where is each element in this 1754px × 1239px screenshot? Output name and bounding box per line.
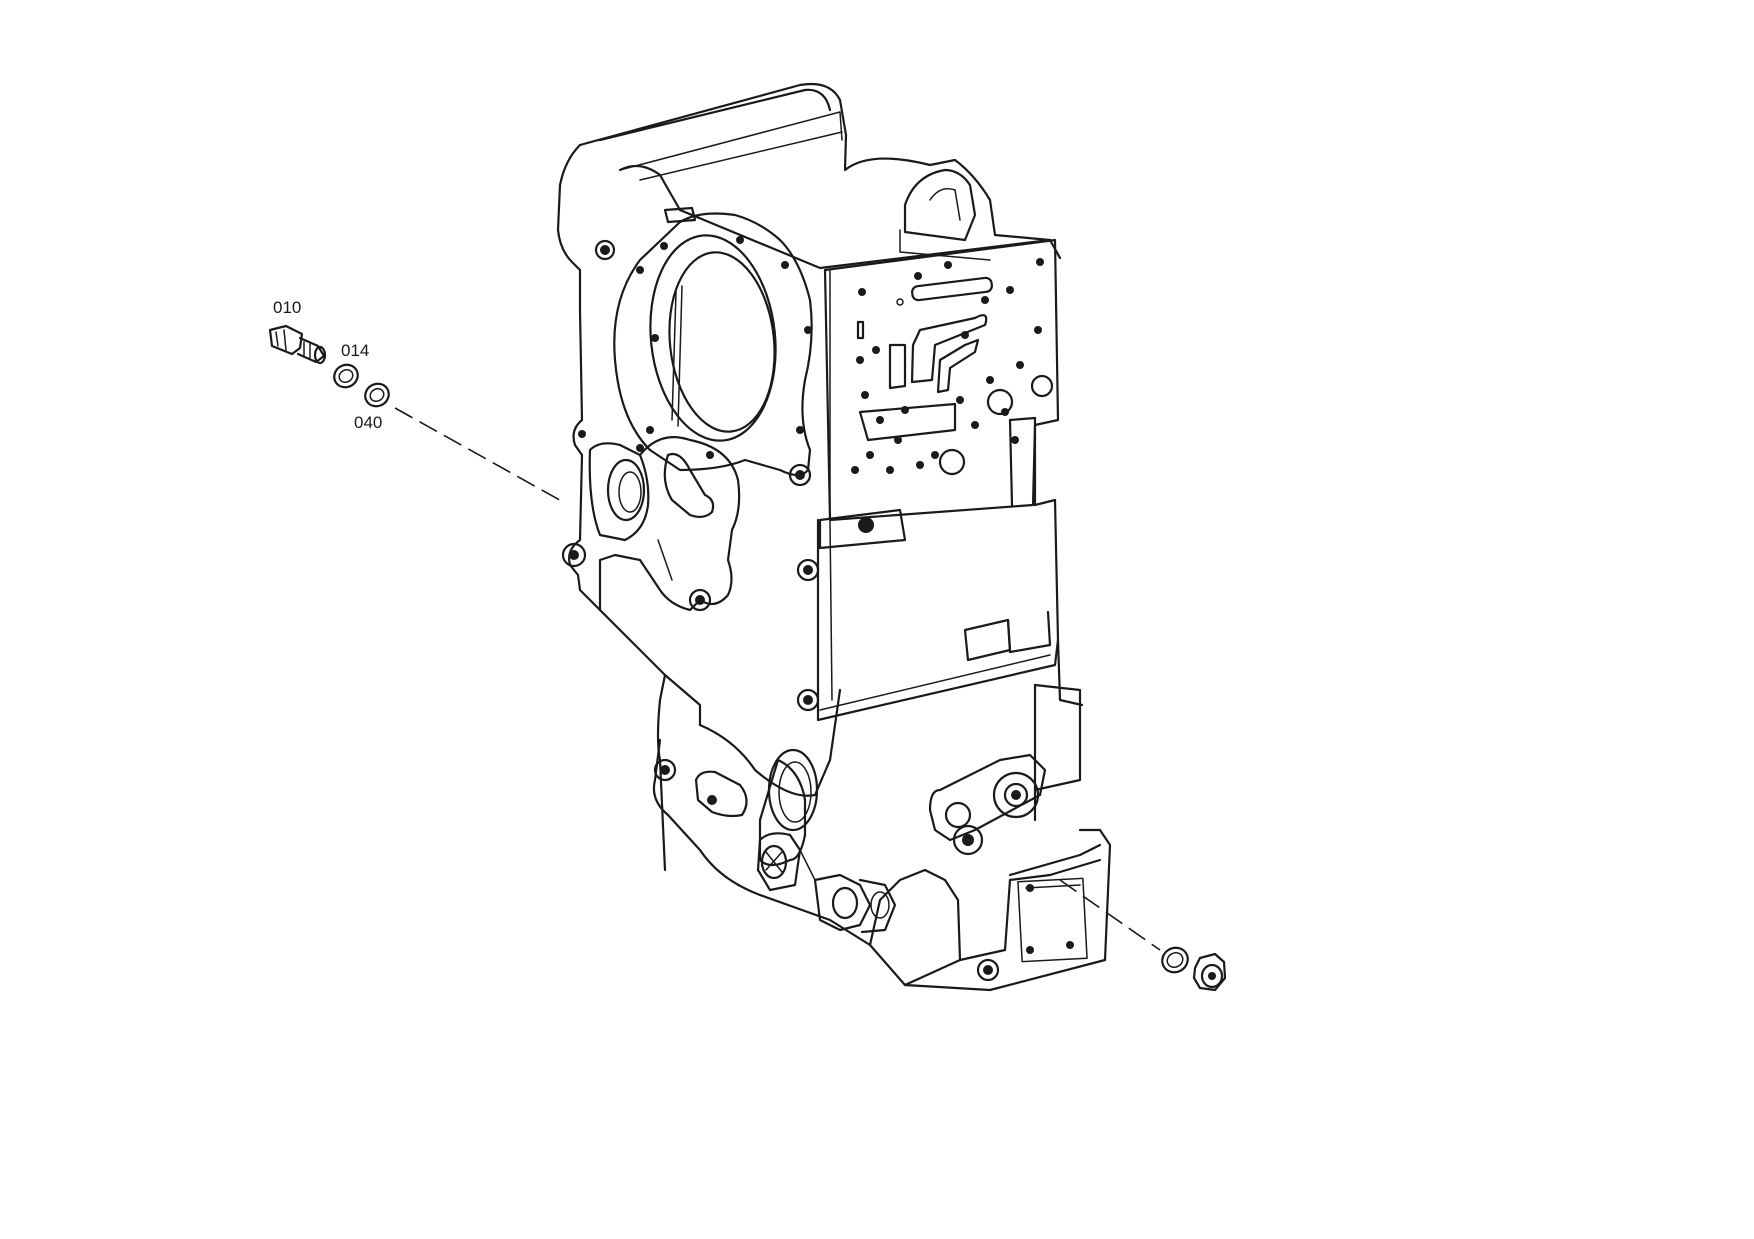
sensor-part-010 (268, 324, 327, 365)
seal-ring-040 (364, 382, 390, 408)
callout-040: 040 (354, 413, 382, 432)
callout-014: 014 (341, 341, 369, 360)
callout-010: 010 (273, 298, 301, 317)
seal-ring-014 (333, 363, 359, 389)
screw-plug-right (1192, 952, 1227, 992)
assembly-axis-line-right (1059, 879, 1161, 951)
transmission-housing (556, 82, 1112, 992)
assembly-axis-line-left (394, 407, 566, 504)
seal-ring-right (1161, 946, 1189, 974)
